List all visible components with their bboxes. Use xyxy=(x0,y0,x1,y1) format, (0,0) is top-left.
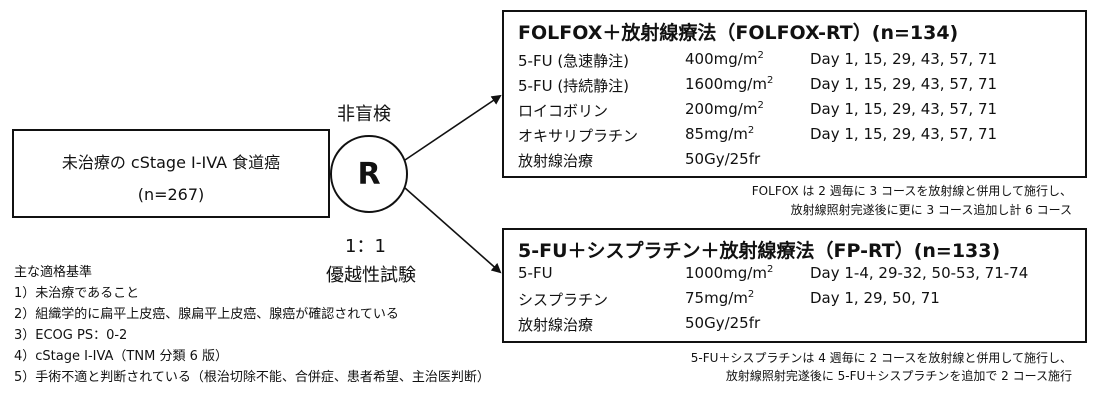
arm2-note-line1: 5-FU＋シスプラチンは 4 週毎に 2 コースを放射線と併用して施行し、 xyxy=(690,351,1072,365)
arrow-to-arm2 xyxy=(404,187,502,274)
criteria-item: 4）cStage I-IVA（TNM 分類 6 版） xyxy=(14,349,228,364)
arrow-to-arm1 xyxy=(404,94,502,161)
arm1-note-line1: FOLFOX は 2 週毎に 3 コースを放射線と併用して施行し、 xyxy=(751,184,1072,198)
dose-cell: 85mg/m2 xyxy=(685,125,754,143)
dose-value: 1000mg/m xyxy=(685,264,767,282)
criteria-item: 3）ECOG PS：0-2 xyxy=(14,328,128,343)
dose-cell: 75mg/m2 xyxy=(685,289,754,307)
schedule: Day 1, 15, 29, 43, 57, 71 xyxy=(810,75,998,93)
dose-unit-exponent: 2 xyxy=(747,289,755,300)
population-box: 未治療の cStage I-IVA 食道癌 (n=267) xyxy=(12,129,330,218)
dose-unit-exponent: 2 xyxy=(757,50,764,61)
criteria-item: 5）手術不適と判断されている（根治切除不能、合併症、患者希望、主治医判断） xyxy=(14,370,490,385)
dose-value: 200mg/m xyxy=(685,100,758,118)
dose-value: 50Gy/25fr xyxy=(685,314,761,332)
schedule: Day 1, 29, 50, 71 xyxy=(810,289,940,307)
dose-cell: 50Gy/25fr xyxy=(685,150,760,168)
drug-name: 5-FU (持続静注) xyxy=(518,77,630,95)
dose-value: 75mg/m xyxy=(685,289,748,307)
schedule: Day 1, 15, 29, 43, 57, 71 xyxy=(810,100,998,118)
population-label: 未治療の cStage I-IVA 食道癌 xyxy=(61,153,281,172)
population-count: (n=267) xyxy=(137,185,205,204)
drug-name: 5-FU (急速静注) xyxy=(518,52,630,70)
arm2-box: 5-FU＋シスプラチン＋放射線療法（FP-RT）(n=133) 5-FU 1000… xyxy=(502,228,1087,343)
schedule: Day 1, 15, 29, 43, 57, 71 xyxy=(810,50,998,68)
randomization-node: R xyxy=(330,135,408,213)
schedule: Day 1-4, 29-32, 50-53, 71-74 xyxy=(810,264,1029,282)
drug-name: シスプラチン xyxy=(518,291,609,309)
eligibility-criteria: 主な適格基準 1）未治療であること 2）組織学的に扁平上皮癌、腺扁平上皮癌、腺癌が… xyxy=(14,261,490,387)
arm1-title: FOLFOX＋放射線療法（FOLFOX-RT）(n=134) xyxy=(518,22,959,44)
dose-cell: 400mg/m2 xyxy=(685,50,764,68)
dose-value: 50Gy/25fr xyxy=(685,150,761,168)
dose-unit-exponent: 2 xyxy=(757,100,764,111)
arm2-title: 5-FU＋シスプラチン＋放射線療法（FP-RT）(n=133) xyxy=(518,240,1001,262)
randomization-label: R xyxy=(357,156,381,192)
criteria-title: 主な適格基準 xyxy=(14,265,93,280)
arm2-note-line2: 放射線照射完遂後に 5-FU＋シスプラチンを追加で 2 コース施行 xyxy=(725,369,1072,383)
dose-value: 400mg/m xyxy=(685,50,758,68)
dose-value: 1600mg/m xyxy=(685,75,767,93)
blinding-label: 非盲検 xyxy=(337,104,391,125)
drug-name: ロイコボリン xyxy=(518,102,609,120)
schedule: Day 1, 15, 29, 43, 57, 71 xyxy=(810,125,998,143)
drug-name: オキサリプラチン xyxy=(518,127,639,145)
ratio-label: 1：1 xyxy=(345,236,386,257)
drug-name: 放射線治療 xyxy=(518,152,594,170)
dose-cell: 1000mg/m2 xyxy=(685,264,773,282)
design-label: 優越性試験 xyxy=(326,265,416,286)
criteria-item: 2）組織学的に扁平上皮癌、腺扁平上皮癌、腺癌が確認されている xyxy=(14,307,399,322)
dose-unit-exponent: 2 xyxy=(766,75,774,86)
arm1-box: FOLFOX＋放射線療法（FOLFOX-RT）(n=134) 5-FU (急速静… xyxy=(502,10,1087,178)
dose-cell: 200mg/m2 xyxy=(685,100,764,118)
drug-name: 放射線治療 xyxy=(518,316,594,334)
dose-unit-exponent: 2 xyxy=(747,125,755,136)
dose-unit-exponent: 2 xyxy=(766,264,774,275)
dose-cell: 50Gy/25fr xyxy=(685,314,760,332)
drug-name: 5-FU xyxy=(518,264,553,282)
dose-value: 85mg/m xyxy=(685,125,748,143)
dose-cell: 1600mg/m2 xyxy=(685,75,773,93)
criteria-item: 1）未治療であること xyxy=(14,286,140,301)
arm1-note-line2: 放射線照射完遂後に更に 3 コース追加し計 6 コース xyxy=(790,203,1072,217)
